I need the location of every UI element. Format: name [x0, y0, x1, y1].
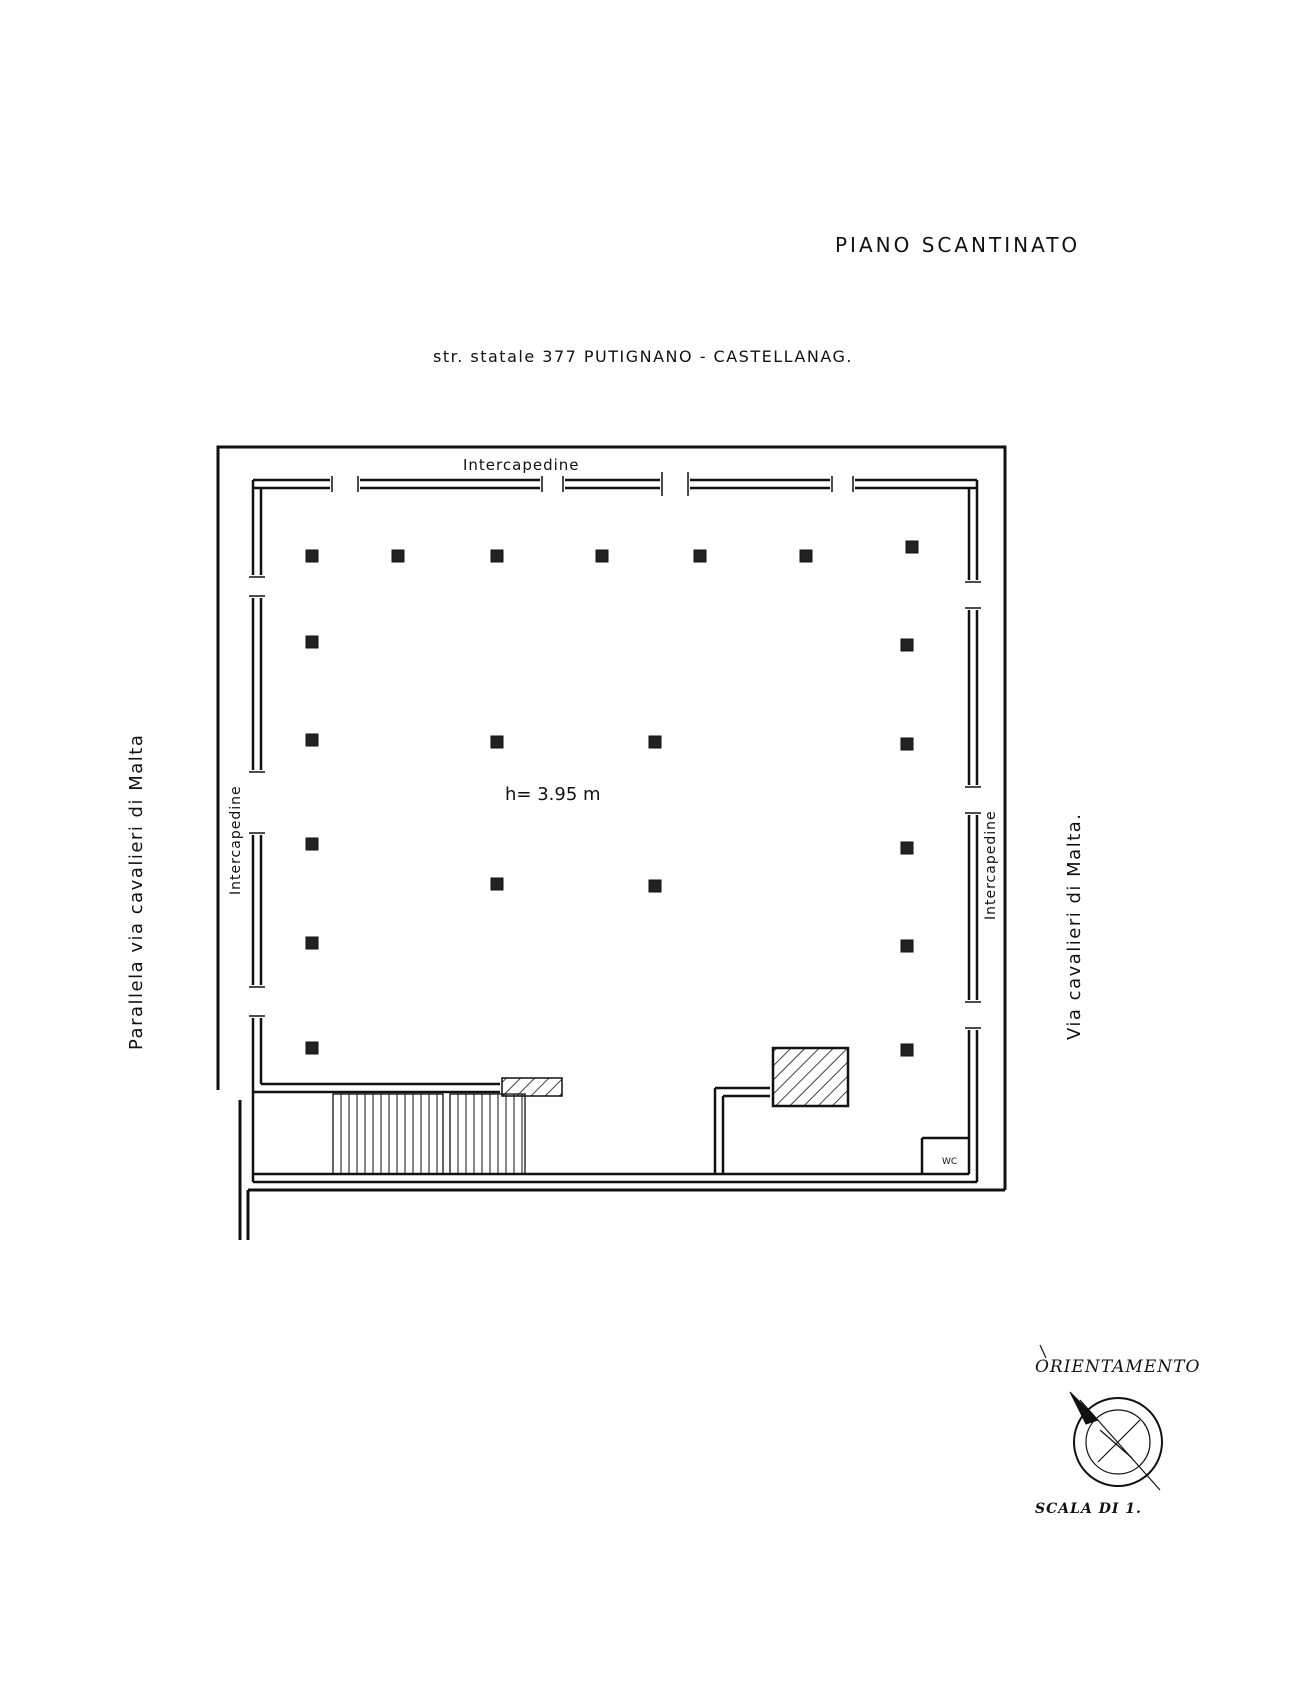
intercapedine-right-label: Intercapedine — [983, 810, 999, 920]
orientation-label: ORIENTAMENTO — [1035, 1357, 1200, 1377]
column — [490, 877, 504, 891]
street-left-label: Parallela via cavalieri di Malta — [126, 734, 147, 1050]
compass-icon — [1039, 1344, 1163, 1491]
column — [305, 837, 319, 851]
column — [900, 737, 914, 751]
column — [900, 638, 914, 652]
column — [900, 939, 914, 953]
column — [648, 879, 662, 893]
street-right-label: Via cavalieri di Malta. — [1064, 813, 1085, 1041]
window-marks — [249, 472, 981, 1029]
column — [900, 841, 914, 855]
column — [490, 735, 504, 749]
inner-walls — [251, 478, 979, 1184]
column — [799, 549, 813, 563]
fixture-box — [501, 1077, 563, 1097]
column — [305, 1041, 319, 1055]
columns — [305, 540, 919, 1057]
staircase-right — [449, 1093, 526, 1175]
column — [905, 540, 919, 554]
column — [648, 735, 662, 749]
staircase-left — [332, 1093, 444, 1175]
column — [693, 549, 707, 563]
column — [305, 635, 319, 649]
wc-label: WC — [942, 1157, 957, 1167]
ceiling-height-label: h= 3.95 m — [505, 784, 601, 805]
column — [595, 549, 609, 563]
column — [490, 549, 504, 563]
column — [900, 1043, 914, 1057]
column — [305, 549, 319, 563]
column — [391, 549, 405, 563]
intercapedine-left-label: Intercapedine — [228, 785, 244, 895]
column — [305, 733, 319, 747]
scale-label: SCALA DI 1. — [1035, 1501, 1142, 1517]
plan-title: PIANO SCANTINATO — [835, 233, 1080, 257]
outer-boundary — [216, 445, 1007, 1240]
intercapedine-top-label: Intercapedine — [463, 456, 580, 474]
column — [305, 936, 319, 950]
stair-steps — [340, 1094, 523, 1174]
street-top-label: str. statale 377 PUTIGNANO - CASTELLANAG… — [433, 347, 853, 366]
lift-shaft — [771, 1046, 850, 1108]
